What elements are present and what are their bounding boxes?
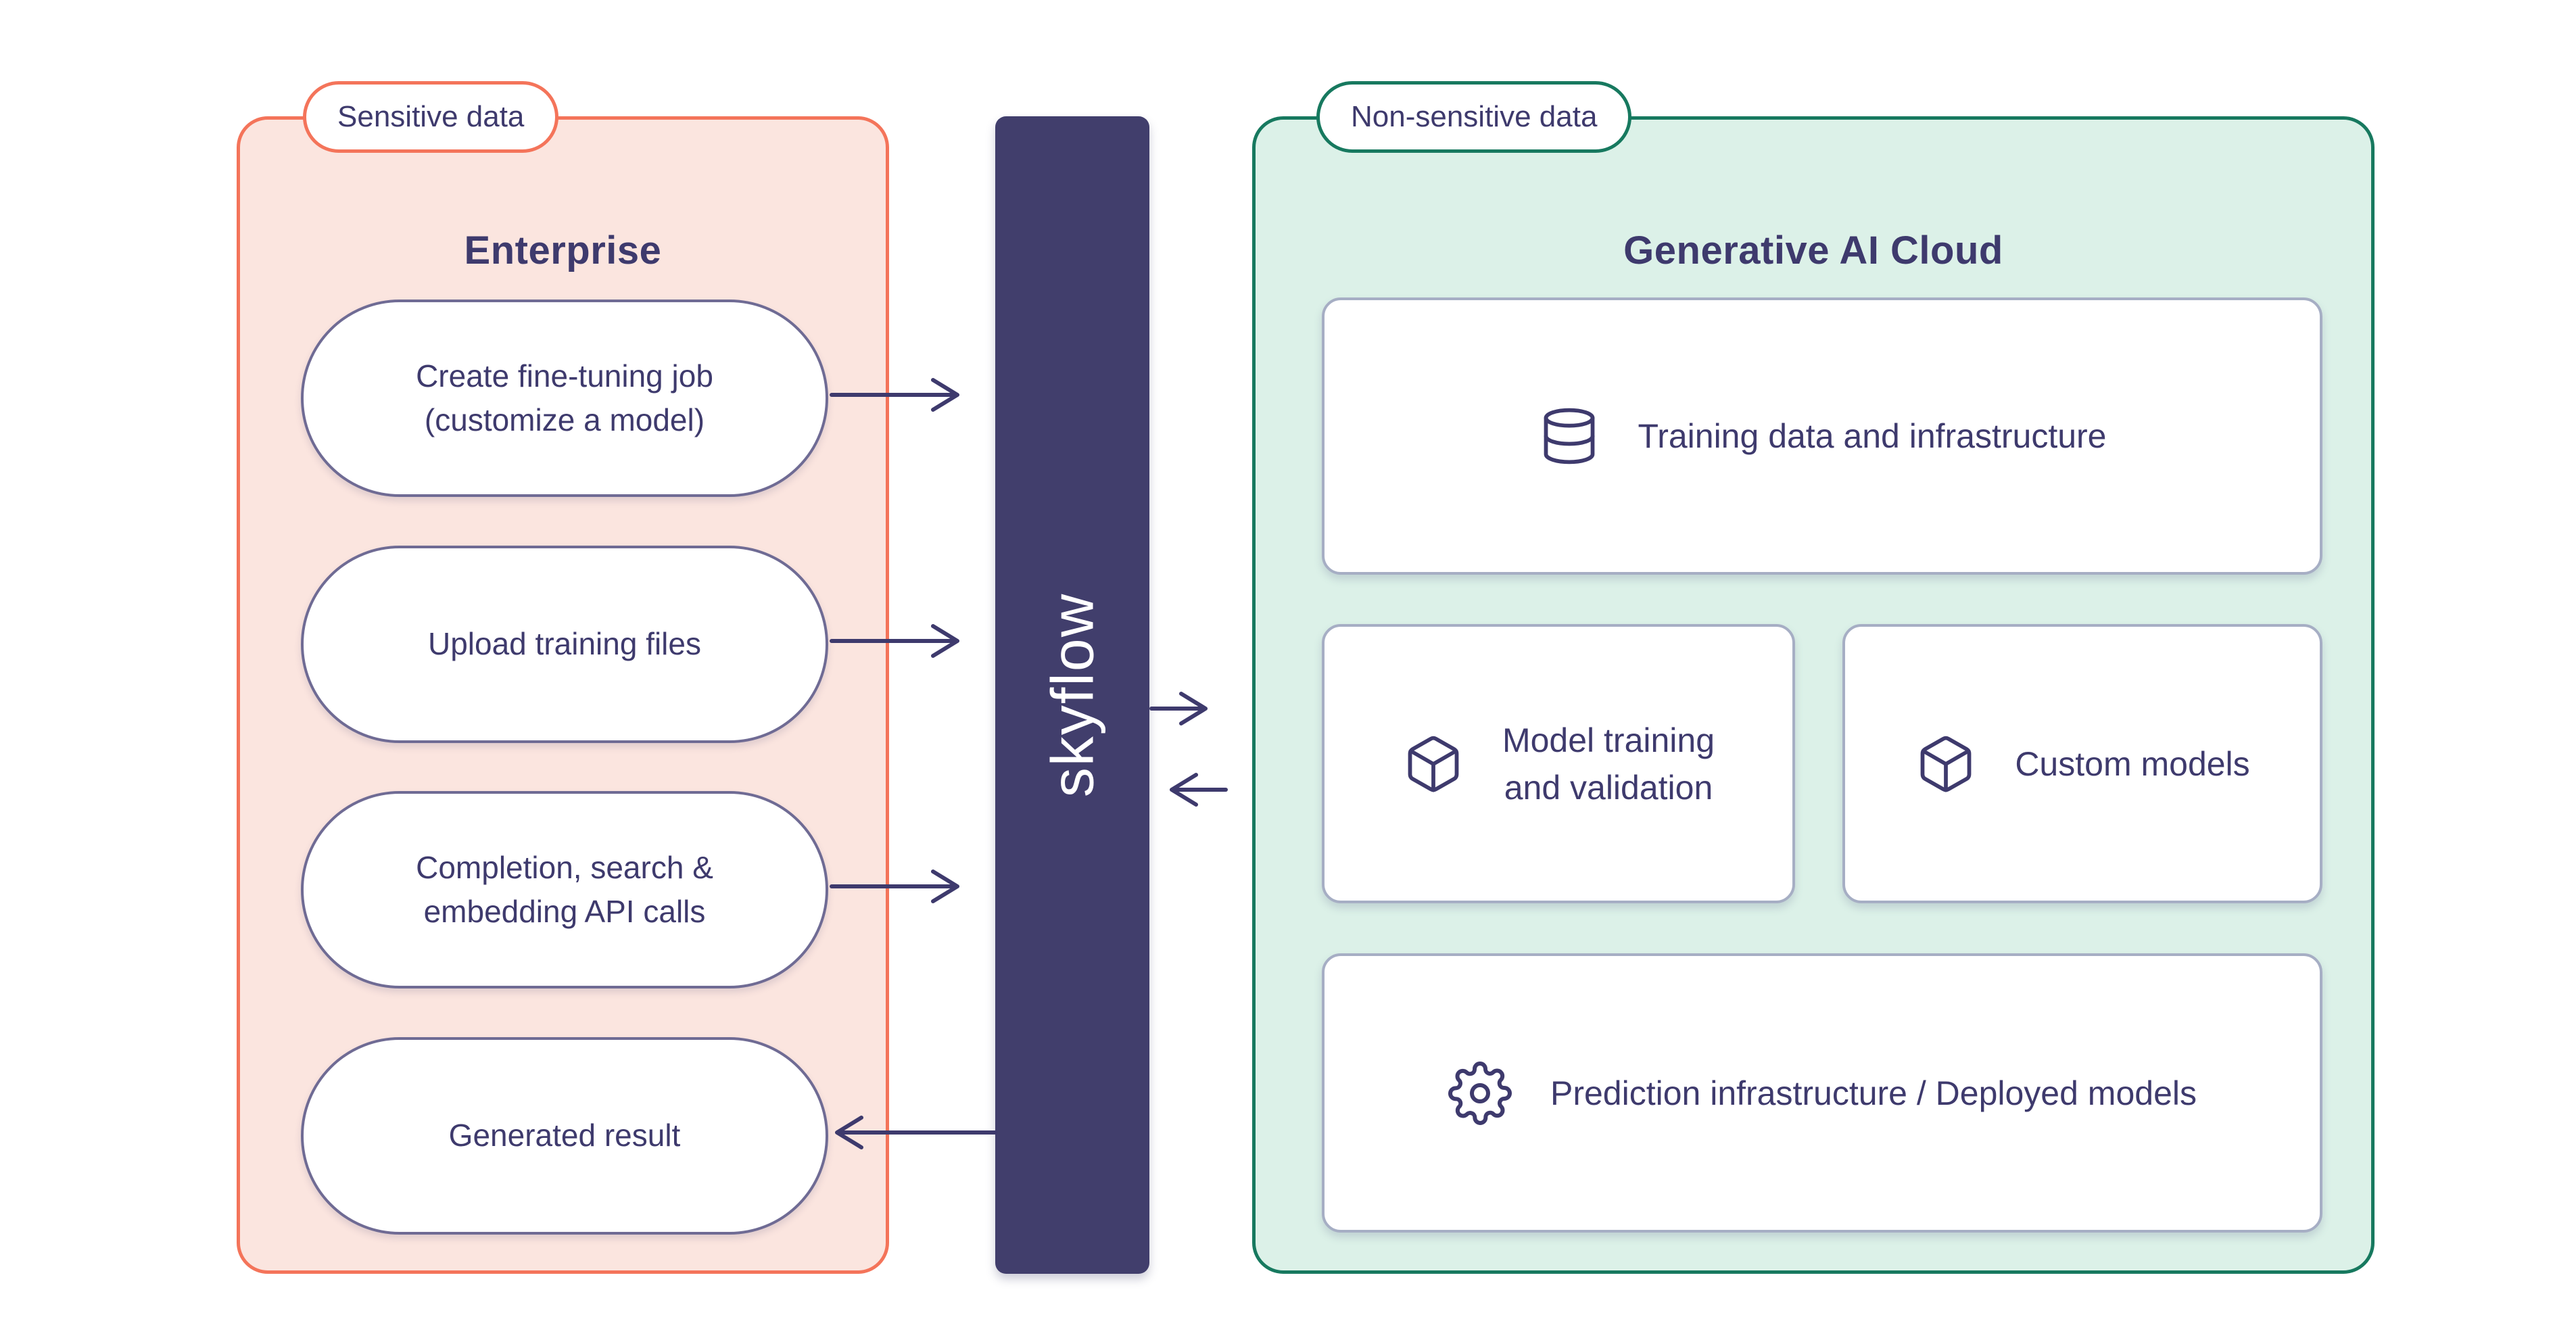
upload-training-files-pill: Upload training files	[301, 546, 828, 743]
card-label: Model training and validation	[1502, 721, 1715, 807]
training-data-card: Training data and infrastructure	[1322, 297, 2322, 575]
prediction-infrastructure-card: Prediction infrastructure / Deployed mod…	[1322, 953, 2322, 1233]
skyflow-logo: skyflow	[1039, 592, 1105, 798]
arrow-create-job-to-skyflow	[830, 378, 959, 412]
model-training-card: Model training and validation	[1322, 624, 1795, 903]
completion-search-embedding-pill: Completion, search & embedding API calls	[301, 791, 828, 988]
generative-ai-cloud-title: Generative AI Cloud	[1623, 229, 2003, 273]
custom-models-card: Custom models	[1842, 624, 2322, 903]
arrow-skyflow-to-generated-result	[835, 1116, 997, 1149]
generative-ai-cloud-panel: Non-sensitive data Generative AI Cloud T…	[1252, 81, 2375, 1274]
cube-icon	[1408, 736, 1459, 792]
arrow-upload-files-to-skyflow	[830, 624, 959, 658]
card-label: Custom models	[2015, 744, 2250, 783]
enterprise-panel: Sensitive data Enterprise Create fine-tu…	[237, 81, 889, 1274]
arrow-api-calls-to-skyflow	[830, 869, 959, 903]
skyflow-bar: skyflow	[995, 116, 1149, 1274]
gear-icon	[1448, 1061, 1512, 1125]
card-label: Training data and infrastructure	[1638, 417, 2107, 455]
create-fine-tuning-job-pill: Create fine-tuning job (customize a mode…	[301, 300, 828, 497]
non-sensitive-data-badge-label: Non-sensitive data	[1351, 100, 1598, 133]
sensitive-data-badge-label: Sensitive data	[337, 100, 525, 133]
generated-result-pill: Generated result	[301, 1037, 828, 1235]
cube-icon	[1920, 736, 1972, 792]
sensitive-data-badge: Sensitive data	[303, 81, 559, 153]
non-sensitive-data-badge: Non-sensitive data	[1316, 81, 1632, 153]
arrow-cloud-to-skyflow	[1170, 773, 1228, 807]
database-icon	[1544, 408, 1594, 464]
pill-label: Upload training files	[427, 626, 701, 662]
card-label: Prediction infrastructure / Deployed mod…	[1550, 1074, 2197, 1112]
pill-label: Generated result	[448, 1118, 681, 1153]
pill-label: Create fine-tuning job (customize a mode…	[416, 358, 713, 437]
pill-label: Completion, search & embedding API calls	[416, 849, 713, 929]
enterprise-title: Enterprise	[464, 229, 662, 273]
arrow-skyflow-to-cloud	[1149, 692, 1208, 725]
